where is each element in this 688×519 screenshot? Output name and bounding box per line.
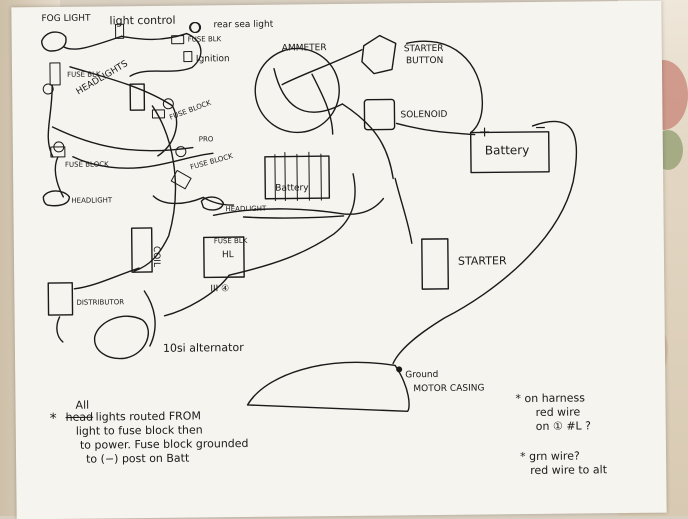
coil-shape: [132, 228, 152, 272]
label-fuse-block-right: FUSE BLOCK: [189, 152, 234, 172]
fog-light-shape: [42, 32, 67, 51]
starter-button-shape: [362, 35, 396, 73]
wire-fog-light: [64, 36, 122, 49]
label-solenoid: SOLENOID: [400, 110, 447, 120]
label-battery-main: Battery: [485, 143, 530, 157]
label-starter-button-1: STARTER: [404, 44, 444, 54]
wire-battery-small: [244, 216, 344, 219]
note-left-5: to (−) post on Batt: [86, 452, 190, 466]
wire-cross-2: [53, 126, 193, 152]
label-ignition: Ignition: [196, 54, 230, 64]
ignition-switch: [184, 52, 192, 62]
note-right-3: on ① #L ?: [536, 419, 592, 433]
label-battery-plus: +: [479, 124, 491, 140]
label-fuse-blk-top: FUSE BLK: [188, 35, 222, 43]
label-battery-small: Battery: [275, 183, 309, 193]
label-battery-minus: −: [535, 120, 547, 136]
note-asterisk-left: *: [50, 411, 57, 427]
note-left-3: light to fuse block then: [76, 423, 203, 437]
wire-distributor-down: [57, 317, 63, 342]
wire-fuse-right: [153, 195, 203, 203]
label-motor-casing: MOTOR CASING: [413, 383, 484, 394]
label-iii4: III ④: [210, 284, 229, 294]
label-alternator: 10si alternator: [163, 341, 244, 355]
wire-solenoid-starter: [395, 178, 412, 243]
note-left-strike: head: [66, 411, 94, 424]
label-headlight-left: HEADLIGHT: [71, 196, 113, 204]
distributor-shape: [48, 283, 72, 315]
headlight-left-shape: [43, 191, 69, 206]
label-rear-seat-light: rear sea light: [213, 20, 273, 31]
starter-shape: [422, 239, 449, 289]
label-distributor: DISTRIBUTOR: [76, 298, 124, 307]
label-coil: COIL: [151, 246, 161, 267]
label-pro: PRO: [199, 135, 214, 143]
note-right-1: * on harness: [515, 391, 585, 405]
wire-solenoid-battery: [397, 123, 475, 136]
wire-ammeter-2: [312, 74, 333, 134]
note-right-4: * grn wire?: [520, 449, 580, 463]
label-ammeter: AMMETER: [282, 43, 327, 53]
fuse-block-left-top: [50, 63, 60, 85]
wire-button-ammeter: [282, 50, 362, 85]
alternator-shape: [94, 316, 148, 359]
label-starter-button-2: BUTTON: [406, 56, 444, 66]
paper-sheet: FOG LIGHT light control rear sea light F…: [11, 1, 666, 519]
motor-casing-shape: [247, 362, 409, 413]
note-left-4: to power. Fuse block grounded: [80, 437, 249, 452]
wire-hl-alternator: [164, 275, 229, 316]
wire-solenoid: [342, 103, 393, 179]
note-right-2: red wire: [536, 405, 581, 418]
note-left-2: lights routed FROM: [96, 409, 201, 423]
wire-ammeter-loop: [274, 68, 342, 113]
label-light-control: light control: [109, 14, 175, 28]
label-headlight-right: HEADLIGHT: [225, 205, 267, 213]
label-hl: HL: [222, 250, 234, 260]
label-ground: Ground: [405, 370, 438, 380]
label-fog-light: FOG LIGHT: [41, 14, 91, 25]
ammeter-circle: [255, 48, 340, 133]
wiring-diagram: FOG LIGHT light control rear sea light F…: [11, 1, 666, 519]
wire-left-down: [48, 85, 53, 157]
label-starter: STARTER: [458, 254, 507, 268]
wire-coil-distributor: [74, 268, 139, 289]
label-fuse-block-left: FUSE BLOCK: [65, 160, 109, 168]
wire-alternator: [144, 291, 155, 346]
label-fuse-blk-hl: FUSE BLK: [214, 237, 248, 245]
note-right-5: red wire to alt: [530, 463, 608, 477]
wire-battery-ground: [391, 121, 579, 363]
wire-light-control: [122, 34, 187, 40]
